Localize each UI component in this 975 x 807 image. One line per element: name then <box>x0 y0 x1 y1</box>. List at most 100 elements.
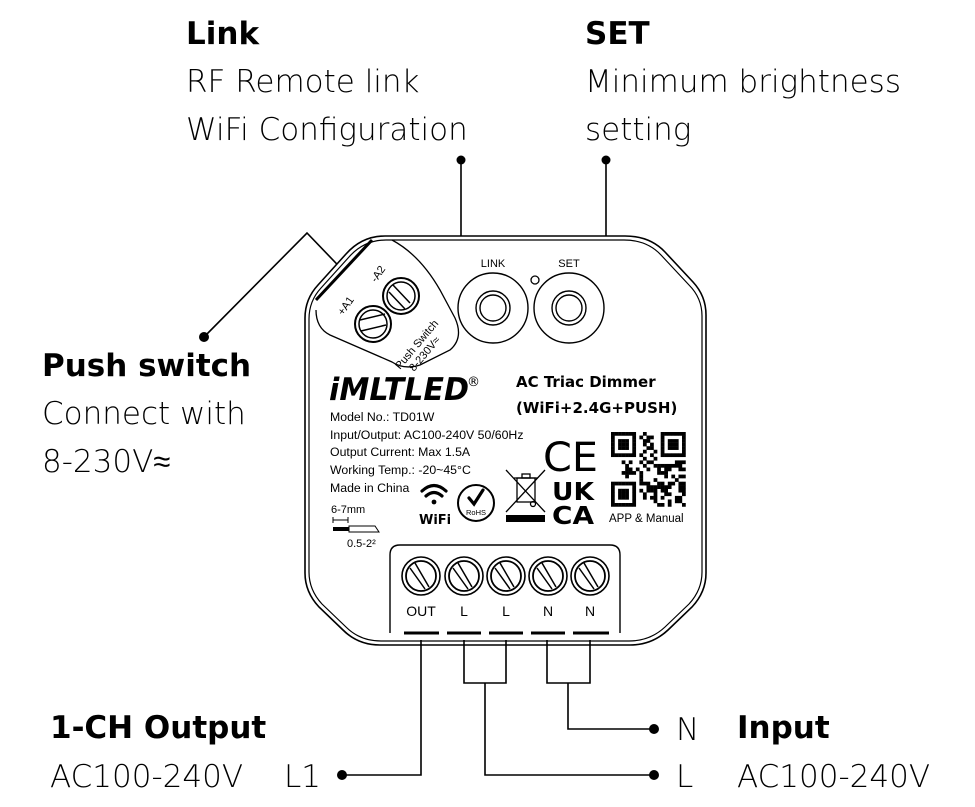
qr-module <box>678 485 683 489</box>
qr-module <box>671 481 676 486</box>
qr-module <box>642 449 647 454</box>
qr-module <box>678 432 683 436</box>
qr-module <box>635 467 640 472</box>
qr-module <box>639 488 644 493</box>
qr-module <box>653 456 658 461</box>
qr-module <box>682 492 686 497</box>
qr-module <box>618 439 622 443</box>
qr-module <box>639 453 644 458</box>
qr-module <box>674 432 679 436</box>
spec-output-current: Output Current: Max 1.5A <box>330 445 471 459</box>
qr-module <box>660 488 665 493</box>
qr-module <box>678 474 683 479</box>
qr-module <box>632 439 637 443</box>
input-terminal-n: N <box>676 712 699 748</box>
qr-module <box>639 478 644 482</box>
product-title-line-2: (WiFi+2.4G+PUSH) <box>516 399 677 417</box>
terminal-screw-out-1 <box>401 556 441 596</box>
qr-module <box>660 446 665 450</box>
qr-module <box>632 492 637 497</box>
qr-module <box>621 495 626 500</box>
qr-module <box>611 446 615 450</box>
qr-module <box>682 449 686 454</box>
qr-module <box>674 478 679 482</box>
qr-module <box>625 492 629 497</box>
spec-input-output: Input/Output: AC100-240V 50/60Hz <box>330 428 523 442</box>
qr-module <box>657 503 661 507</box>
qr-module <box>671 432 676 436</box>
qr-module <box>621 488 626 493</box>
qr-module <box>682 453 686 458</box>
qr-module <box>621 471 626 475</box>
qr-module <box>625 432 629 436</box>
qr-module <box>667 481 672 486</box>
qr-module <box>664 485 668 489</box>
input-n-wire <box>546 640 659 734</box>
qr-module <box>642 432 647 436</box>
qr-module <box>660 442 665 447</box>
qr-module <box>650 453 654 458</box>
qr-module <box>660 471 665 475</box>
qr-code[interactable] <box>611 432 686 507</box>
qr-module <box>611 439 615 443</box>
qr-module <box>653 495 658 500</box>
push-switch-callout-line-1: Connect with <box>42 396 246 432</box>
qr-module <box>650 485 654 489</box>
set-button[interactable] <box>533 272 605 344</box>
qr-module <box>632 442 637 447</box>
qr-module <box>611 488 615 493</box>
qr-module <box>621 492 626 497</box>
qr-module <box>621 442 626 447</box>
qr-module <box>632 488 637 493</box>
qr-module <box>653 485 658 489</box>
terminal-label-3: L <box>502 603 510 619</box>
qr-module <box>625 471 629 475</box>
screw-a2 <box>382 277 420 315</box>
set-button-label: SET <box>558 258 580 270</box>
qr-module <box>660 453 665 458</box>
qr-module <box>671 446 676 450</box>
qr-module <box>632 471 637 475</box>
wifi-icon <box>420 483 448 505</box>
qr-module <box>625 495 629 500</box>
qr-module <box>618 495 622 500</box>
ukca-mark-line-1: UK <box>552 477 596 506</box>
qr-module <box>621 453 626 458</box>
qr-module <box>660 503 665 507</box>
qr-module <box>625 467 629 472</box>
qr-module <box>611 499 615 504</box>
wire-strip-icon: 6-7mm 0.5-2² <box>331 504 380 550</box>
qr-module <box>650 460 654 465</box>
qr-module <box>664 492 668 497</box>
qr-module <box>674 439 679 443</box>
qr-module <box>639 460 644 465</box>
qr-module <box>653 492 658 497</box>
qr-module <box>632 499 637 504</box>
qr-module <box>618 503 622 507</box>
qr-module <box>664 463 668 468</box>
qr-module <box>625 463 629 468</box>
qr-module <box>611 492 615 497</box>
qr-module <box>625 446 629 450</box>
qr-module <box>674 499 679 504</box>
qr-module <box>682 488 686 493</box>
qr-module <box>646 460 651 465</box>
link-button[interactable] <box>457 272 529 344</box>
qr-module <box>657 481 661 486</box>
output-callout-title: 1-CH Output <box>50 710 266 746</box>
qr-module <box>614 481 619 486</box>
qr-module <box>678 460 683 465</box>
qr-module <box>664 488 668 493</box>
qr-module <box>653 449 658 454</box>
qr-module <box>625 453 629 458</box>
qr-module <box>650 488 654 493</box>
qr-module <box>625 481 629 486</box>
spec-list: Model No.: TD01W Input/Output: AC100-240… <box>330 410 523 495</box>
qr-module <box>657 485 661 489</box>
qr-module <box>628 503 633 507</box>
qr-module <box>625 439 629 443</box>
qr-module <box>657 463 661 468</box>
push-switch-callout: Push switch Connect with 8-230V≈ <box>42 348 251 480</box>
input-terminal-l: L <box>676 759 693 795</box>
